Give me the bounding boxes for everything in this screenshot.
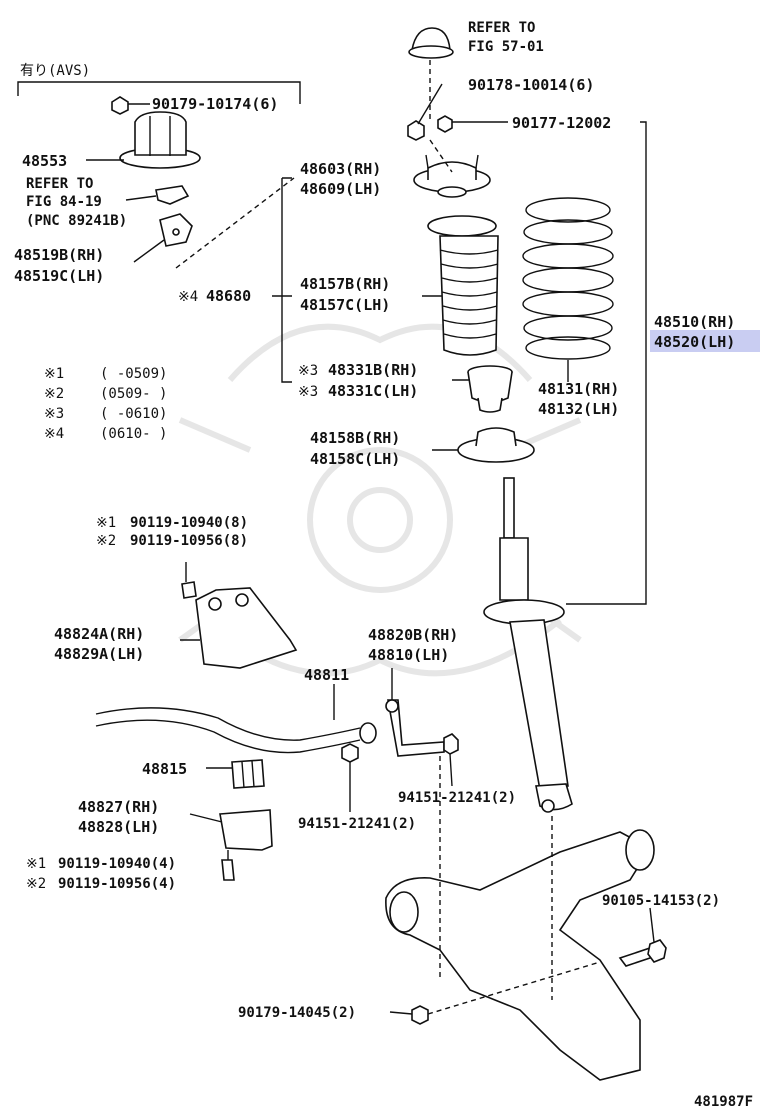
highlight-48520 <box>650 330 760 352</box>
spring-insulator-48158 <box>457 427 535 463</box>
bump-stopper-48331 <box>467 365 513 413</box>
label-48815: 48815 <box>142 760 187 778</box>
label-refer-84-l1: REFER TO <box>26 176 93 192</box>
label-48132: 48132(LH) <box>538 400 619 418</box>
label-90119-a1-mark: ※1 <box>96 515 116 531</box>
bound-stopper-48553 <box>119 111 201 169</box>
nut-90177-12002 <box>437 115 453 133</box>
label-48331c-mark: ※3 <box>298 384 318 400</box>
label-48680: 48680 <box>206 287 251 305</box>
label-48824a: 48824A(RH) <box>54 625 144 643</box>
label-90119-b1-mark: ※1 <box>26 856 46 872</box>
note-1-range: ( -0509) <box>100 366 167 382</box>
bolt-90119-b <box>221 859 235 881</box>
label-90119-a2: 90119-10956(8) <box>130 533 248 549</box>
label-48331c: 48331C(LH) <box>328 382 418 400</box>
label-refer-57-l2: FIG 57-01 <box>468 39 544 55</box>
coil-spring-48131 <box>522 197 614 360</box>
bolt-90105-14153 <box>618 939 667 967</box>
nut-90179-10174 <box>111 96 129 115</box>
label-48680-mark: ※4 <box>178 289 198 305</box>
label-48331b-mark: ※3 <box>298 363 318 379</box>
sensor-connector <box>155 185 190 205</box>
stabilizer-bar-48811 <box>95 707 377 754</box>
label-90119-a1: 90119-10940(8) <box>130 515 248 531</box>
label-48131: 48131(RH) <box>538 380 619 398</box>
note-2-range: (0509- ) <box>100 386 167 402</box>
nut-90178-10014 <box>407 120 425 141</box>
stabilizer-link-48820 <box>385 699 459 757</box>
label-90119-b2-mark: ※2 <box>26 876 46 892</box>
note-1-mark: ※1 <box>44 366 64 382</box>
note-3-mark: ※3 <box>44 406 64 422</box>
label-avs: 有り(AVS) <box>20 63 90 79</box>
lower-arm <box>385 829 655 1081</box>
label-48828: 48828(LH) <box>78 818 159 836</box>
label-90105-14153: 90105-14153(2) <box>602 893 720 909</box>
upper-mount-cap <box>408 27 454 59</box>
label-48157b: 48157B(RH) <box>300 275 390 293</box>
label-48510: 48510(RH) <box>654 313 735 331</box>
label-48519b: 48519B(RH) <box>14 246 104 264</box>
label-48609: 48609(LH) <box>300 180 381 198</box>
label-48157c: 48157C(LH) <box>300 296 390 314</box>
label-90179-10174: 90179-10174(6) <box>152 95 278 113</box>
label-94151-left: 94151-21241(2) <box>298 816 416 832</box>
leader-lines <box>17 60 655 1015</box>
label-48520: 48520(LH) <box>654 333 735 351</box>
figure-id: 481987F <box>694 1094 753 1110</box>
nut-94151-21241-left <box>341 743 359 763</box>
bracket-48519 <box>159 213 193 247</box>
label-refer-84-l3: (PNC 89241B) <box>26 213 127 229</box>
bolt-90119-a <box>181 581 197 599</box>
label-90179-14045: 90179-14045(2) <box>238 1005 356 1021</box>
note-4-mark: ※4 <box>44 426 64 442</box>
label-refer-84-l2: FIG 84-19 <box>26 194 102 210</box>
label-48603: 48603(RH) <box>300 160 381 178</box>
note-2-mark: ※2 <box>44 386 64 402</box>
label-48519c: 48519C(LH) <box>14 267 104 285</box>
labels: REFER TO FIG 57-01 有り(AVS) 90179-10174(6… <box>14 20 753 1110</box>
shock-absorber <box>483 477 573 813</box>
note-3-range: ( -0610) <box>100 406 167 422</box>
label-90119-b1: 90119-10940(4) <box>58 856 176 872</box>
label-90119-b2: 90119-10956(4) <box>58 876 176 892</box>
label-48829a: 48829A(LH) <box>54 645 144 663</box>
upper-support-48603 <box>413 154 491 198</box>
label-90178-10014: 90178-10014(6) <box>468 76 594 94</box>
nut-90179-14045 <box>411 1005 429 1025</box>
label-48827: 48827(RH) <box>78 798 159 816</box>
label-48158c: 48158C(LH) <box>310 450 400 468</box>
label-94151-right: 94151-21241(2) <box>398 790 516 806</box>
label-48553: 48553 <box>22 152 67 170</box>
label-refer-57-l1: REFER TO <box>468 20 535 36</box>
label-48811: 48811 <box>304 666 349 684</box>
label-90119-a2-mark: ※2 <box>96 533 116 549</box>
note-4-range: (0610- ) <box>100 426 167 442</box>
dust-boot-48157 <box>427 215 499 356</box>
bushing-bracket-48827 <box>219 809 273 851</box>
label-48158b: 48158B(RH) <box>310 429 400 447</box>
stabilizer-bracket-48824 <box>195 587 298 669</box>
label-48820b: 48820B(RH) <box>368 626 458 644</box>
bushing-48815 <box>231 759 265 789</box>
label-90177-12002: 90177-12002 <box>512 114 611 132</box>
label-48331b: 48331B(RH) <box>328 361 418 379</box>
label-48810: 48810(LH) <box>368 646 449 664</box>
